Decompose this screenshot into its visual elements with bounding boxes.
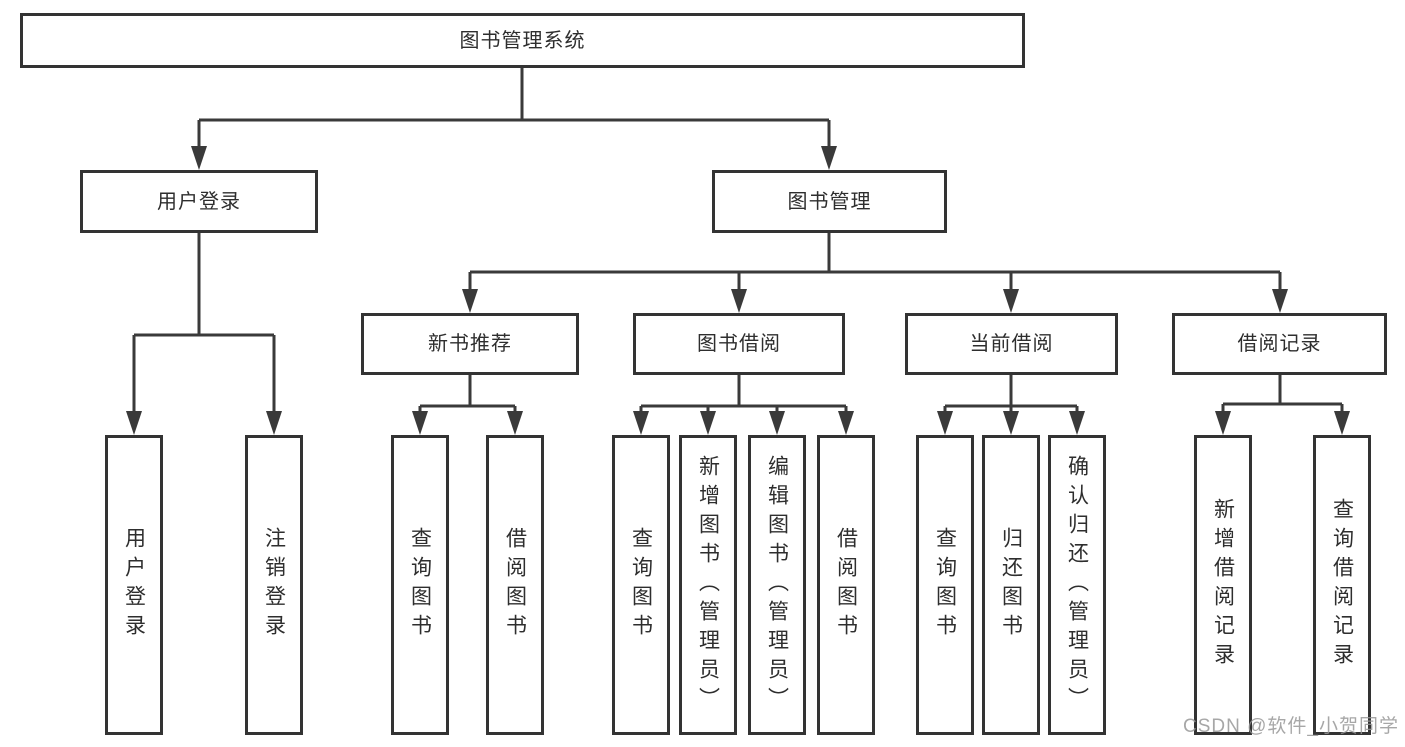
leaf-query-borrow-record: 查询借阅记录: [1313, 435, 1371, 735]
connector-book-mgmt: [468, 233, 1282, 299]
node-book-management: 图书管理: [712, 170, 947, 233]
node-current-borrow: 当前借阅: [905, 313, 1118, 375]
leaf-return-books: 归还图书: [982, 435, 1040, 735]
node-borrow-record: 借阅记录: [1172, 313, 1387, 375]
connector-new-book: [418, 375, 517, 421]
node-new-book-recommend: 新书推荐: [361, 313, 579, 375]
node-root-system: 图书管理系统: [20, 13, 1025, 68]
leaf-borrow-books-2: 借阅图书: [817, 435, 875, 735]
node-book-borrow: 图书借阅: [633, 313, 845, 375]
leaf-add-borrow-record: 新增借阅记录: [1194, 435, 1252, 735]
arrowheads: [126, 146, 1350, 435]
connector-user-login: [132, 233, 276, 421]
leaf-query-books-1: 查询图书: [391, 435, 449, 735]
csdn-watermark: CSDN @软件_小贺同学: [1183, 716, 1399, 737]
leaf-add-books-admin: 新增图书（管理员）: [679, 435, 737, 735]
node-user-login: 用户登录: [80, 170, 318, 233]
leaf-user-login: 用户登录: [105, 435, 163, 735]
connector-book-borrow: [639, 375, 848, 421]
leaf-edit-books-admin: 编辑图书（管理员）: [748, 435, 806, 735]
leaf-borrow-books-1: 借阅图书: [486, 435, 544, 735]
leaf-logout: 注销登录: [245, 435, 303, 735]
connector-root: [197, 68, 831, 156]
connector-borrow-record: [1221, 375, 1344, 421]
leaf-query-books-3: 查询图书: [916, 435, 974, 735]
leaf-confirm-return-admin: 确认归还（管理员）: [1048, 435, 1106, 735]
leaf-query-books-2: 查询图书: [612, 435, 670, 735]
